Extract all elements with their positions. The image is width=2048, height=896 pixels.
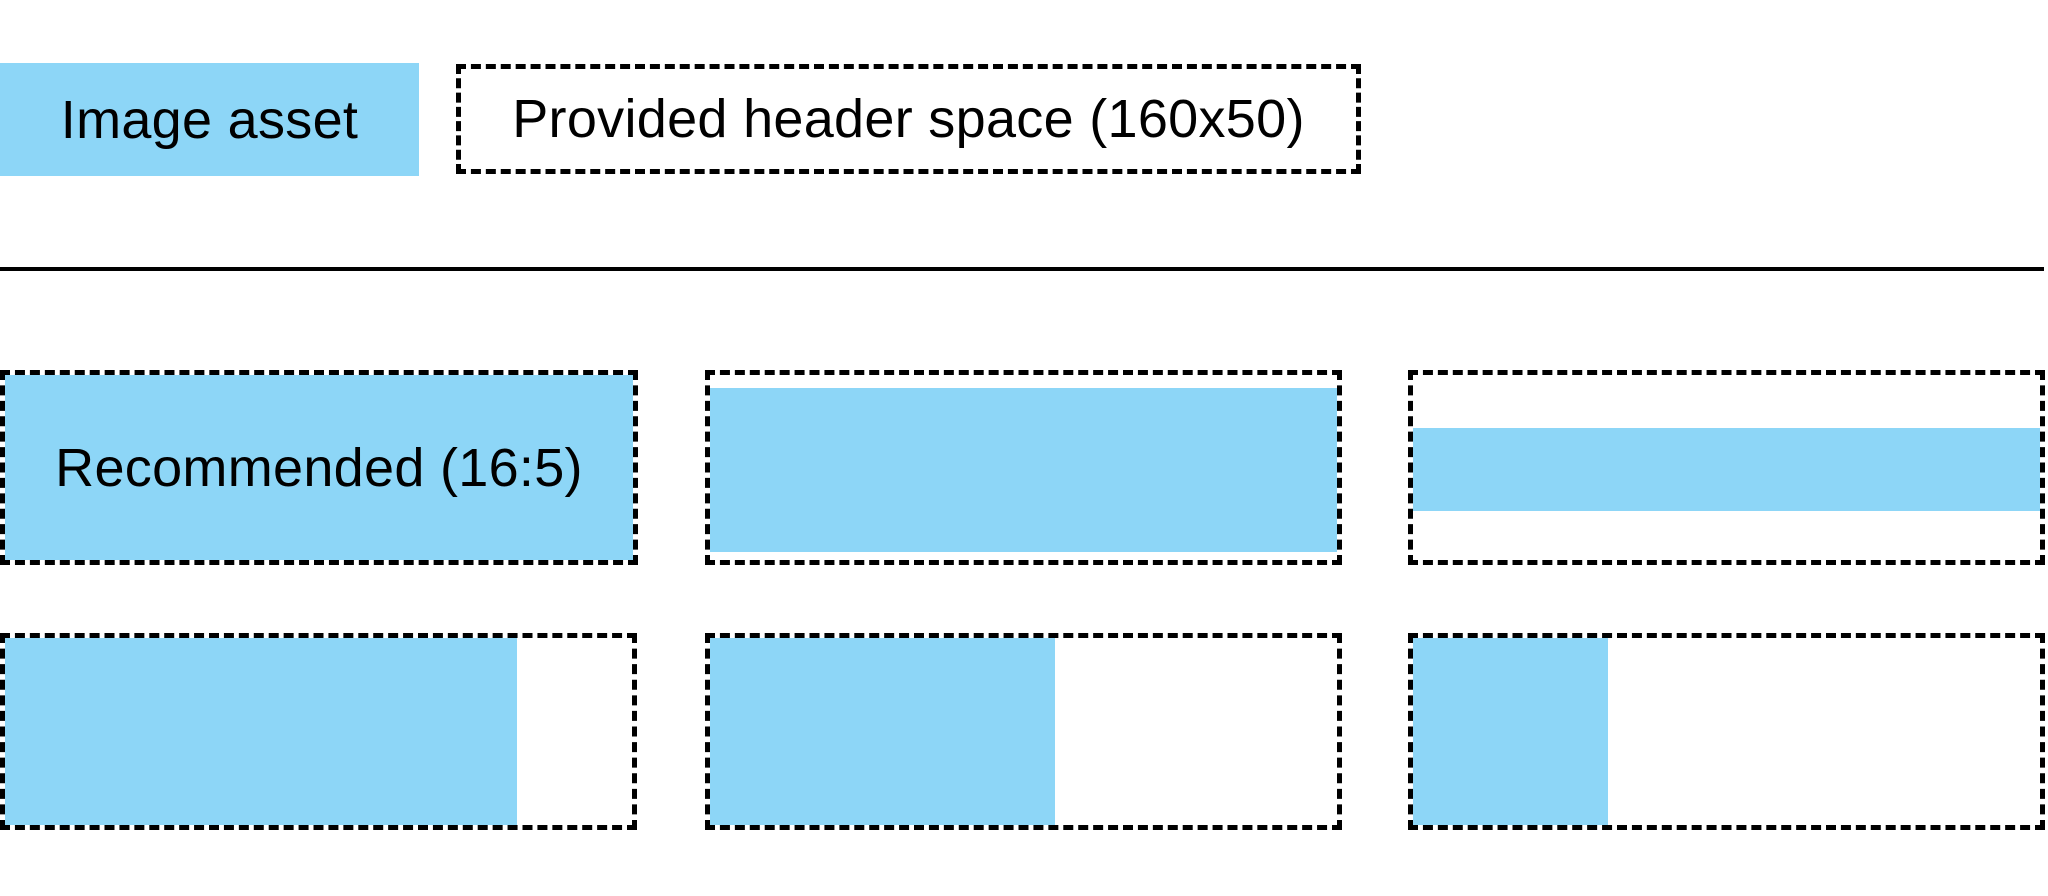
section-divider-line xyxy=(0,267,2044,271)
image-asset-fill xyxy=(1413,428,2040,511)
example-box-very-wide-letterboxed xyxy=(1408,370,2045,565)
image-asset-fill xyxy=(710,638,1055,825)
legend-image-asset-swatch: Image asset xyxy=(0,63,419,176)
recommended-ratio-label: Recommended (16:5) xyxy=(55,437,583,498)
image-asset-fill xyxy=(5,375,633,560)
legend-image-asset-label: Image asset xyxy=(60,89,359,150)
image-asset-fill xyxy=(710,388,1337,552)
example-box-recommended: Recommended (16:5) xyxy=(0,370,638,565)
image-asset-fill xyxy=(5,638,517,825)
image-asset-fill xyxy=(1413,638,1608,825)
example-box-tallest-pillarboxed xyxy=(1408,633,2045,830)
legend-header-space-box: Provided header space (160x50) xyxy=(456,64,1361,174)
example-box-taller-pillarboxed xyxy=(705,633,1342,830)
legend-header-space-label: Provided header space (160x50) xyxy=(512,89,1305,149)
example-box-wide-letterboxed xyxy=(705,370,1342,565)
example-box-tall-pillarboxed xyxy=(0,633,637,830)
